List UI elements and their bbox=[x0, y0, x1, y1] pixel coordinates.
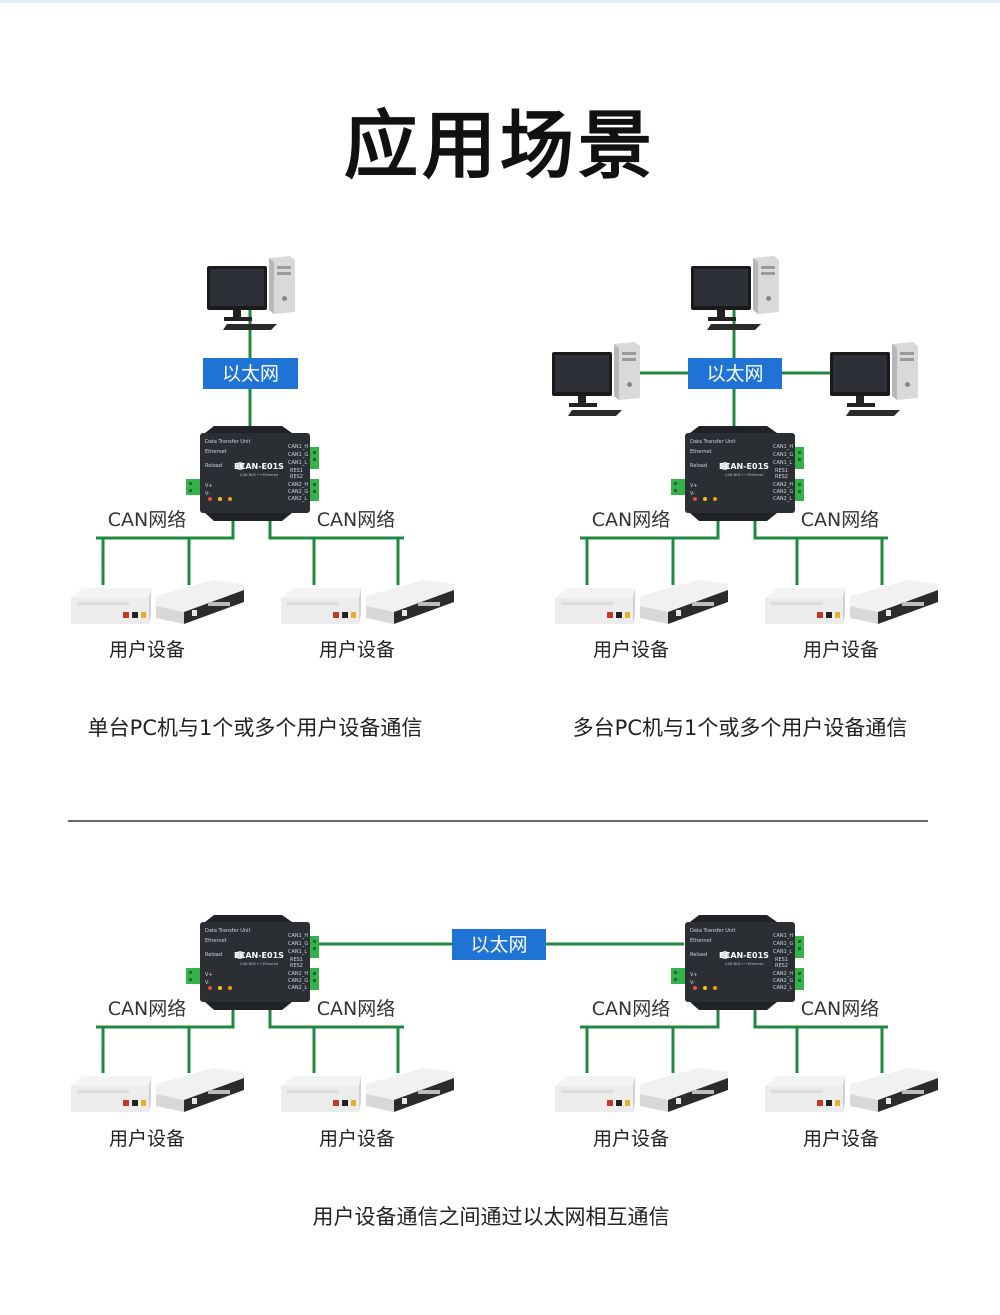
pc-icon bbox=[552, 342, 640, 416]
can-network-label: CAN网络 bbox=[108, 998, 186, 1020]
scenario-multi-pc: 以太网 CAN网络 CAN网络 用户设备 用户设备 多台PC机与1个或多个用户设… bbox=[552, 256, 938, 740]
module-device-icon bbox=[850, 580, 938, 624]
ethernet-label: 以太网 bbox=[706, 363, 763, 385]
user-device-label: 用户设备 bbox=[109, 639, 185, 661]
ethernet-badge bbox=[452, 929, 546, 960]
top-accent-bar bbox=[0, 0, 1000, 3]
pc-icon bbox=[830, 342, 918, 416]
module-device-icon bbox=[640, 1068, 728, 1112]
scenario-device-to-device: 以太网 CAN网络 CAN网络 CAN网络 CAN网络 用户设备 用户设备 用户… bbox=[71, 915, 938, 1229]
ecan-dtu-icon bbox=[186, 426, 319, 521]
ethernet-label: 以太网 bbox=[222, 363, 279, 385]
user-device-label: 用户设备 bbox=[593, 1128, 669, 1150]
can-network-label: CAN网络 bbox=[801, 998, 879, 1020]
module-device-icon bbox=[366, 1068, 454, 1112]
module-device-icon bbox=[850, 1068, 938, 1112]
gateway-device-icon bbox=[71, 1076, 151, 1112]
gateway-device-icon bbox=[555, 1076, 635, 1112]
pc-icon bbox=[691, 256, 779, 330]
ecan-dtu-icon bbox=[671, 915, 804, 1010]
gateway-device-icon bbox=[71, 588, 151, 624]
ecan-dtu-icon bbox=[671, 426, 804, 521]
can-network-label: CAN网络 bbox=[317, 509, 395, 531]
pc-icon bbox=[207, 256, 295, 330]
module-device-icon bbox=[156, 1068, 244, 1112]
user-device-label: 用户设备 bbox=[319, 639, 395, 661]
user-device-label: 用户设备 bbox=[109, 1128, 185, 1150]
module-device-icon bbox=[156, 580, 244, 624]
can-network-label: CAN网络 bbox=[801, 509, 879, 531]
ethernet-badge bbox=[203, 358, 298, 389]
can-network-label: CAN网络 bbox=[108, 509, 186, 531]
can-network-label: CAN网络 bbox=[317, 998, 395, 1020]
user-device-label: 用户设备 bbox=[593, 639, 669, 661]
scenario-caption: 用户设备通信之间通过以太网相互通信 bbox=[313, 1205, 670, 1229]
gateway-device-icon bbox=[765, 588, 845, 624]
scenario-caption: 多台PC机与1个或多个用户设备通信 bbox=[573, 716, 908, 740]
gateway-device-icon bbox=[765, 1076, 845, 1112]
ecan-dtu-icon bbox=[186, 915, 319, 1010]
user-device-label: 用户设备 bbox=[803, 639, 879, 661]
gateway-device-icon bbox=[281, 1076, 361, 1112]
ethernet-label: 以太网 bbox=[470, 934, 527, 956]
scenario-single-pc: 以太网 CAN网络 CAN网络 用户设备 用户设备 单台PC机与1个或多个用户设… bbox=[71, 256, 454, 740]
can-network-label: CAN网络 bbox=[592, 509, 670, 531]
user-device-label: 用户设备 bbox=[803, 1128, 879, 1150]
ethernet-badge bbox=[688, 358, 782, 389]
page-title: 应用场景 bbox=[344, 103, 656, 189]
module-device-icon bbox=[640, 580, 728, 624]
gateway-device-icon bbox=[281, 588, 361, 624]
user-device-label: 用户设备 bbox=[319, 1128, 395, 1150]
scenario-caption: 单台PC机与1个或多个用户设备通信 bbox=[88, 716, 423, 740]
module-device-icon bbox=[366, 580, 454, 624]
can-network-label: CAN网络 bbox=[592, 998, 670, 1020]
gateway-device-icon bbox=[555, 588, 635, 624]
